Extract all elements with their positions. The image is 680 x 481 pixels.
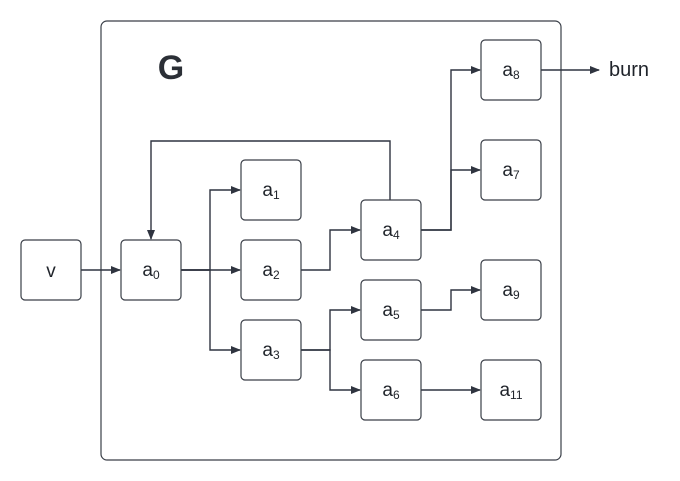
node-a11-label: a11 — [499, 380, 522, 402]
node-v-label: v — [46, 261, 56, 282]
edges — [81, 66, 600, 394]
node-a2-label: a2 — [262, 260, 280, 282]
edge-a0-a3 — [181, 269, 241, 354]
node-a9-label: a9 — [502, 280, 520, 302]
node-a5[interactable]: a5 — [360, 279, 422, 341]
node-a5-label: a5 — [382, 300, 400, 322]
node-a1-label: a1 — [262, 180, 280, 202]
node-a0[interactable]: a0 — [120, 239, 182, 301]
node-a11[interactable]: a11 — [480, 359, 542, 421]
node-a4-box — [360, 199, 422, 261]
node-a8-label: a8 — [502, 60, 520, 82]
node-a8-box — [480, 39, 542, 101]
node-a7-box — [480, 139, 542, 201]
node-a0-label: a0 — [142, 260, 160, 282]
node-a7-label: a7 — [502, 160, 520, 182]
node-a2[interactable]: a2 — [240, 239, 302, 301]
node-a6-label: a6 — [382, 380, 400, 402]
node-a0-box — [120, 239, 182, 301]
node-a7[interactable]: a7 — [480, 139, 542, 201]
node-a1[interactable]: a1 — [240, 159, 302, 221]
node-a11-box — [480, 359, 542, 421]
node-a9-box — [480, 259, 542, 321]
node-a8[interactable]: a8 — [480, 39, 542, 101]
edge-a4-a7 — [421, 166, 481, 231]
node-a3[interactable]: a3 — [240, 319, 302, 381]
group-g-label: G — [158, 49, 184, 87]
node-a5-box — [360, 279, 422, 341]
node-a3-label: a3 — [262, 340, 280, 362]
edge-a2-a4 — [301, 226, 361, 271]
node-v[interactable]: v — [20, 239, 82, 301]
edge-a5-a9 — [421, 286, 481, 311]
edge-a3-a6 — [301, 349, 361, 394]
node-v-box — [20, 239, 82, 301]
node-a1-box — [240, 159, 302, 221]
node-a9[interactable]: a9 — [480, 259, 542, 321]
node-a4[interactable]: a4 — [360, 199, 422, 261]
node-a3-box — [240, 319, 302, 381]
output-burn-label: burn — [609, 59, 649, 81]
node-a6[interactable]: a6 — [360, 359, 422, 421]
edge-a4-a0 — [147, 140, 391, 240]
node-a6-box — [360, 359, 422, 421]
node-a4-label: a4 — [382, 220, 400, 242]
node-a2-box — [240, 239, 302, 301]
